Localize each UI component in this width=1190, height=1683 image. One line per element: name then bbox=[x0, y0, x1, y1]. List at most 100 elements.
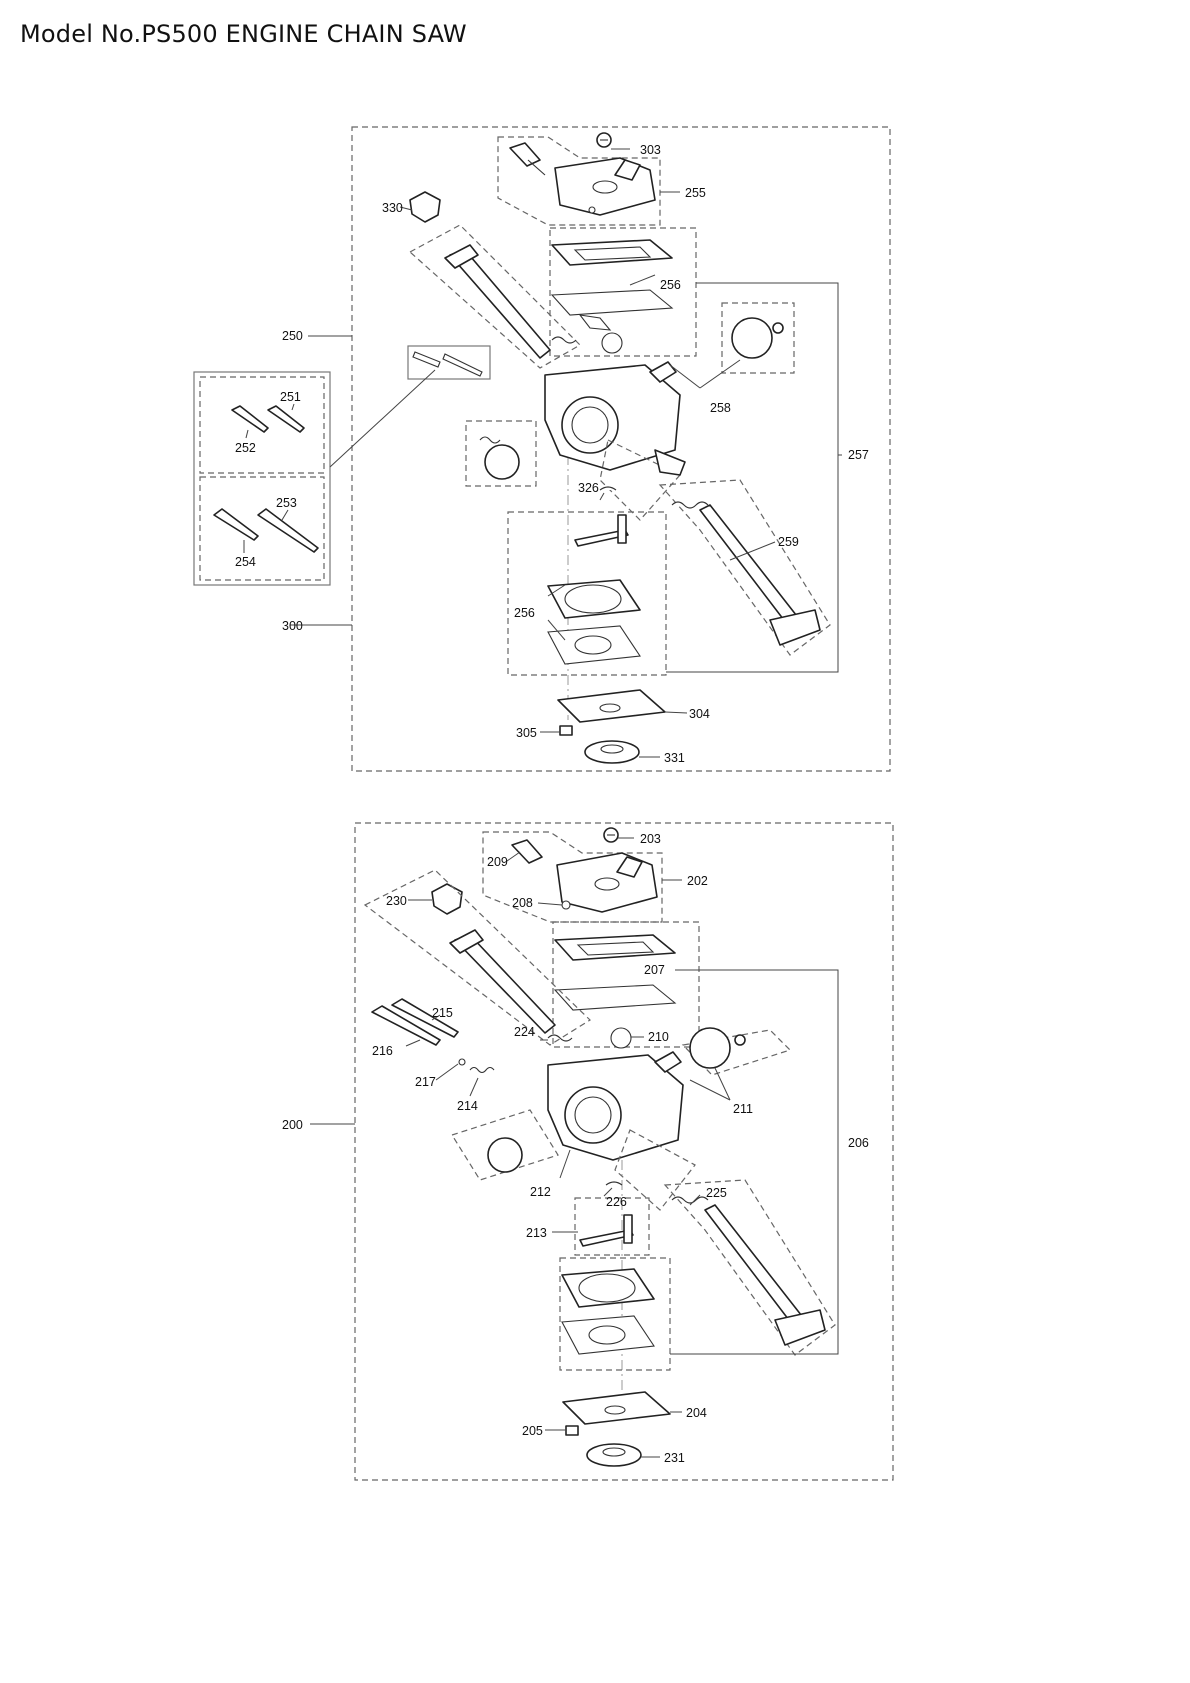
label-205: 205 bbox=[522, 1424, 543, 1438]
leader-211a bbox=[689, 1079, 731, 1101]
needles-frame bbox=[407, 345, 491, 380]
diaphragm-upper-lower bbox=[553, 984, 677, 1011]
diaphragm-lower-disc bbox=[574, 635, 612, 655]
choke-lever bbox=[654, 449, 686, 476]
carburetor-bore-lower-inner bbox=[574, 1096, 612, 1134]
needle-215 bbox=[391, 998, 459, 1038]
needle-254 bbox=[213, 508, 259, 541]
gasket-upper-inner bbox=[573, 246, 652, 261]
leader-211b bbox=[714, 1067, 731, 1101]
fitting-330 bbox=[409, 191, 441, 223]
label-226: 226 bbox=[606, 1195, 627, 1209]
shaft-lever-lower bbox=[449, 929, 484, 954]
cover-tab bbox=[614, 159, 641, 181]
label-203: 203 bbox=[640, 832, 661, 846]
diaphragm-upper bbox=[550, 289, 674, 316]
carburetor-bore-inner bbox=[571, 406, 609, 444]
label-256b: 256 bbox=[514, 606, 535, 620]
leader-258a bbox=[669, 364, 701, 389]
label-230: 230 bbox=[386, 894, 407, 908]
inlet-needle-lower bbox=[623, 1214, 633, 1244]
inlet-lever bbox=[574, 529, 629, 547]
cap-331-hole bbox=[600, 744, 624, 754]
label-303: 303 bbox=[640, 143, 661, 157]
leader-208 bbox=[537, 902, 563, 906]
label-206: 206 bbox=[848, 1136, 869, 1150]
group-frame-202 bbox=[482, 831, 663, 923]
label-225: 225 bbox=[706, 1186, 727, 1200]
group-frame-259 bbox=[658, 479, 831, 656]
choke-spring bbox=[671, 501, 709, 509]
diaphragm-tab bbox=[578, 314, 612, 331]
group-frame-213 bbox=[574, 1197, 650, 1256]
group-frame-left-cover bbox=[465, 420, 537, 487]
label-305: 305 bbox=[516, 726, 537, 740]
leader-251 bbox=[291, 403, 295, 411]
label-209: 209 bbox=[487, 855, 508, 869]
lower-assembly: 203 209 202 208 230 207 215 224 216 210 … bbox=[282, 822, 894, 1481]
page-title: Model No.PS500 ENGINE CHAIN SAW bbox=[20, 20, 467, 48]
label-330: 330 bbox=[382, 201, 403, 215]
needle-a bbox=[412, 351, 441, 368]
pump-cover-screw bbox=[772, 322, 784, 334]
screw-209 bbox=[511, 839, 543, 864]
leader-212 bbox=[559, 1149, 571, 1179]
label-255: 255 bbox=[685, 186, 706, 200]
screw-body bbox=[509, 142, 541, 167]
group-frame-206 bbox=[559, 1257, 671, 1371]
bottom-cover-hole bbox=[599, 703, 621, 713]
leader-215 bbox=[431, 1014, 441, 1021]
label-259: 259 bbox=[778, 535, 799, 549]
leader-217 bbox=[435, 1063, 459, 1081]
left-cover bbox=[484, 444, 520, 480]
needle-253 bbox=[257, 508, 319, 553]
label-208: 208 bbox=[512, 896, 533, 910]
leader-304 bbox=[664, 711, 688, 714]
cover-hole bbox=[592, 180, 618, 194]
label-217: 217 bbox=[415, 1075, 436, 1089]
spring-226 bbox=[605, 1181, 623, 1186]
label-258: 258 bbox=[710, 401, 731, 415]
pump-cover-screw-lower bbox=[734, 1034, 746, 1046]
group-frame-shaft bbox=[408, 224, 581, 369]
bottom-cover-204-hole bbox=[604, 1405, 626, 1415]
gasket-lower-lower-hole bbox=[578, 1273, 636, 1303]
gasket-upper-lower-inner bbox=[576, 941, 655, 956]
leader-216 bbox=[405, 1039, 421, 1047]
label-252: 252 bbox=[235, 441, 256, 455]
shaft-spring-224 bbox=[547, 1034, 573, 1042]
label-331: 331 bbox=[664, 751, 685, 765]
washer-217 bbox=[458, 1058, 466, 1066]
left-spring bbox=[479, 436, 501, 444]
choke-spring-225 bbox=[671, 1196, 709, 1204]
diaphragm-lower-lower-disc bbox=[588, 1325, 626, 1345]
assembly-frame-upper bbox=[351, 126, 891, 772]
label-216: 216 bbox=[372, 1044, 393, 1058]
inlet-needle bbox=[617, 514, 627, 544]
shaft-lever bbox=[444, 244, 479, 269]
leader-225 bbox=[689, 1194, 701, 1206]
assembly-frame-lower bbox=[354, 822, 894, 1481]
gasket-lower-hole bbox=[564, 584, 622, 614]
inlet-lever-lower bbox=[579, 1229, 634, 1247]
spring-326 bbox=[599, 486, 617, 491]
kit-frame-250 bbox=[199, 376, 325, 474]
spring-214 bbox=[469, 1066, 495, 1074]
leader-258b bbox=[699, 359, 741, 389]
needle-252 bbox=[231, 405, 269, 433]
leader-256a bbox=[629, 274, 656, 286]
needle-251 bbox=[267, 405, 305, 433]
needle-b bbox=[442, 353, 483, 377]
group-frame-choke-lower bbox=[663, 1179, 836, 1356]
cover-tab-lower bbox=[616, 856, 643, 878]
label-214: 214 bbox=[457, 1099, 478, 1113]
carburetor-nipple bbox=[649, 361, 677, 383]
leader-214 bbox=[469, 1077, 479, 1097]
leader-252 bbox=[245, 429, 249, 439]
leader-needles bbox=[329, 369, 436, 468]
group-frame-224 bbox=[363, 869, 591, 1046]
leader-226 bbox=[603, 1187, 613, 1197]
screw-205 bbox=[565, 1425, 579, 1436]
label-204: 204 bbox=[686, 1406, 707, 1420]
